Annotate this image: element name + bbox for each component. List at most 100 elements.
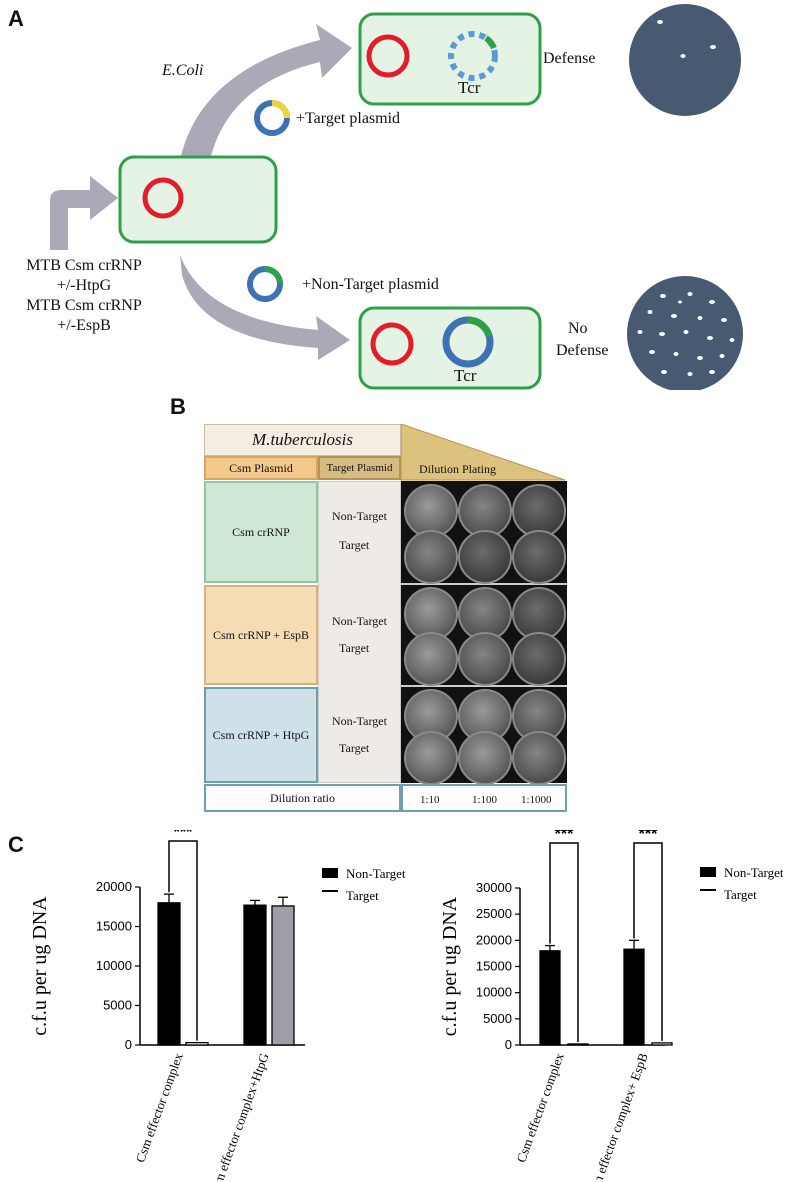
plate-r1-nt-1 [404,484,458,538]
row3-nontarget: Non-Target [332,714,387,728]
legend-swatch-1-0 [700,867,716,877]
no-defense-colonies [637,292,735,376]
legend-label-0-0: Non-Target [346,866,406,881]
plate-r1-t-1 [404,530,458,584]
dilution-plating-label: Dilution Plating [419,462,497,476]
defense-label: Defense [543,50,596,67]
dilution-plating-header-shape [401,424,566,481]
mtb-line-1: MTB Csm crRNP [26,257,142,274]
bar-0-1-0 [243,904,267,1046]
ratio-row [401,784,567,812]
legend-label-1-0: Non-Target [724,865,784,880]
chart-left: 0 5000 10000 15000 20000 c.f.u per ug DNA Csm … [29,830,406,1180]
row3-csm-label: Csm crRNP + HtpG [204,687,318,783]
bar-0-1-1 [271,905,295,1046]
y-tick-label-0-1: 5000 [103,998,132,1013]
category-label-0-0: Csm effector complex [132,1050,186,1164]
entry-arrow [50,176,118,250]
dilution-ratio-label: Dilution ratio [204,784,401,812]
y-tick-label-0-4: 20000 [96,879,132,894]
y-tick-label-0-0: 0 [125,1037,132,1052]
plate-r3-t-2 [458,731,512,785]
defense-dish [629,4,741,116]
lower-arrow [180,255,350,360]
row2-nontarget: Non-Target [332,614,387,628]
significance-label-1-1: *** [639,830,658,843]
plate-r1-nt-2 [458,484,512,538]
top-cell [358,12,542,106]
top-cell-degraded-plasmid [448,31,498,81]
bar-1-1-0 [623,948,645,1046]
row3-target: Target [339,741,370,755]
y-axis-label-0: c.f.u per ug DNA [29,896,51,1036]
target-plasmid-header: Target Plasmid [318,456,401,480]
category-label-1-0: Csm effector complex [513,1050,567,1164]
mtb-label-block: MTB Csm crRNP +/-HtpG MTB Csm crRNP +/-E… [0,256,168,336]
plate-r3-t-1 [404,731,458,785]
row2-csm-label: Csm crRNP + EspB [204,585,318,685]
bar-0-0-1 [185,1041,209,1046]
plate-r2-t-2 [458,632,512,686]
panel-letter-a: A [8,6,24,31]
ratio-2: 1:100 [472,794,498,806]
y-tick-label-1-6: 30000 [476,880,512,895]
row1-csm-label: Csm crRNP [204,481,318,583]
bar-0-0-0 [157,902,181,1046]
no-defense-label-1: No [568,320,588,337]
category-label-1-1: Csm effector complex+ EspB [584,1051,651,1180]
legend-label-1-1: Target [724,887,757,902]
no-defense-label-2: Defense [556,342,609,359]
legend-swatch-1-1 [700,889,716,891]
mtb-line-3: MTB Csm crRNP [26,297,142,314]
significance-label-0-0: *** [174,830,193,841]
mtb-line-4: +/-EspB [57,317,111,334]
bar-1-1-1 [651,1042,673,1046]
y-tick-label-1-1: 5000 [483,1011,512,1026]
y-tick-label-1-0: 0 [505,1037,512,1052]
plate-r2-t-3 [512,632,566,686]
y-tick-label-1-5: 25000 [476,906,512,921]
panel-a-diagram [50,4,743,390]
target-plasmid-label: +Target plasmid [296,110,401,127]
plate-r1-t-2 [458,530,512,584]
target-plasmid-column [318,481,401,783]
plate-r2-t-1 [404,632,458,686]
y-axis-label-1: c.f.u per ug DNA [439,896,461,1036]
row2-target: Target [339,641,370,655]
y-tick-label-0-2: 10000 [96,958,132,973]
legend-label-0-1: Target [346,888,379,903]
ecoli-label: E.Coli [162,62,204,79]
bottom-cell-csm-plasmid [370,322,414,366]
plate-r3-t-3 [512,731,566,785]
significance-label-1-0: *** [555,830,574,843]
upper-arrow [180,24,352,160]
significance-bracket-1-0 [549,842,579,1042]
center-cell-plasmid [142,177,184,219]
category-label-0-1: Csm effector complex+HtpG [206,1051,272,1180]
significance-bracket-0-0 [168,840,198,1041]
organism-header: M.tuberculosis [204,424,401,456]
panel-letter-c: C [8,832,24,857]
legend-swatch-0-0 [322,868,338,878]
csm-plasmid-header: Csm Plasmid [204,456,318,480]
mtb-line-2: +/-HtpG [56,277,112,294]
y-tick-label-1-2: 10000 [476,985,512,1000]
panel-letter-b: B [170,394,186,419]
bar-1-0-0 [539,950,561,1046]
row1-target: Target [339,538,370,552]
ratio-1: 1:10 [420,794,440,806]
top-cell-csm-plasmid [366,34,410,78]
top-cell-target-segment [484,35,497,50]
plate-r1-t-3 [512,530,566,584]
y-tick-label-0-3: 15000 [96,919,132,934]
plate-r1-nt-3 [512,484,566,538]
bar-1-0-1 [567,1043,589,1046]
significance-bracket-1-1 [633,842,663,1041]
y-tick-label-1-4: 20000 [476,932,512,947]
tcr-bottom-label: Tcr [454,366,477,385]
ratio-3: 1:1000 [521,794,552,806]
row1-nontarget: Non-Target [332,509,387,523]
legend-swatch-0-1 [322,890,338,892]
nontarget-plasmid-label: +Non-Target plasmid [302,276,439,293]
